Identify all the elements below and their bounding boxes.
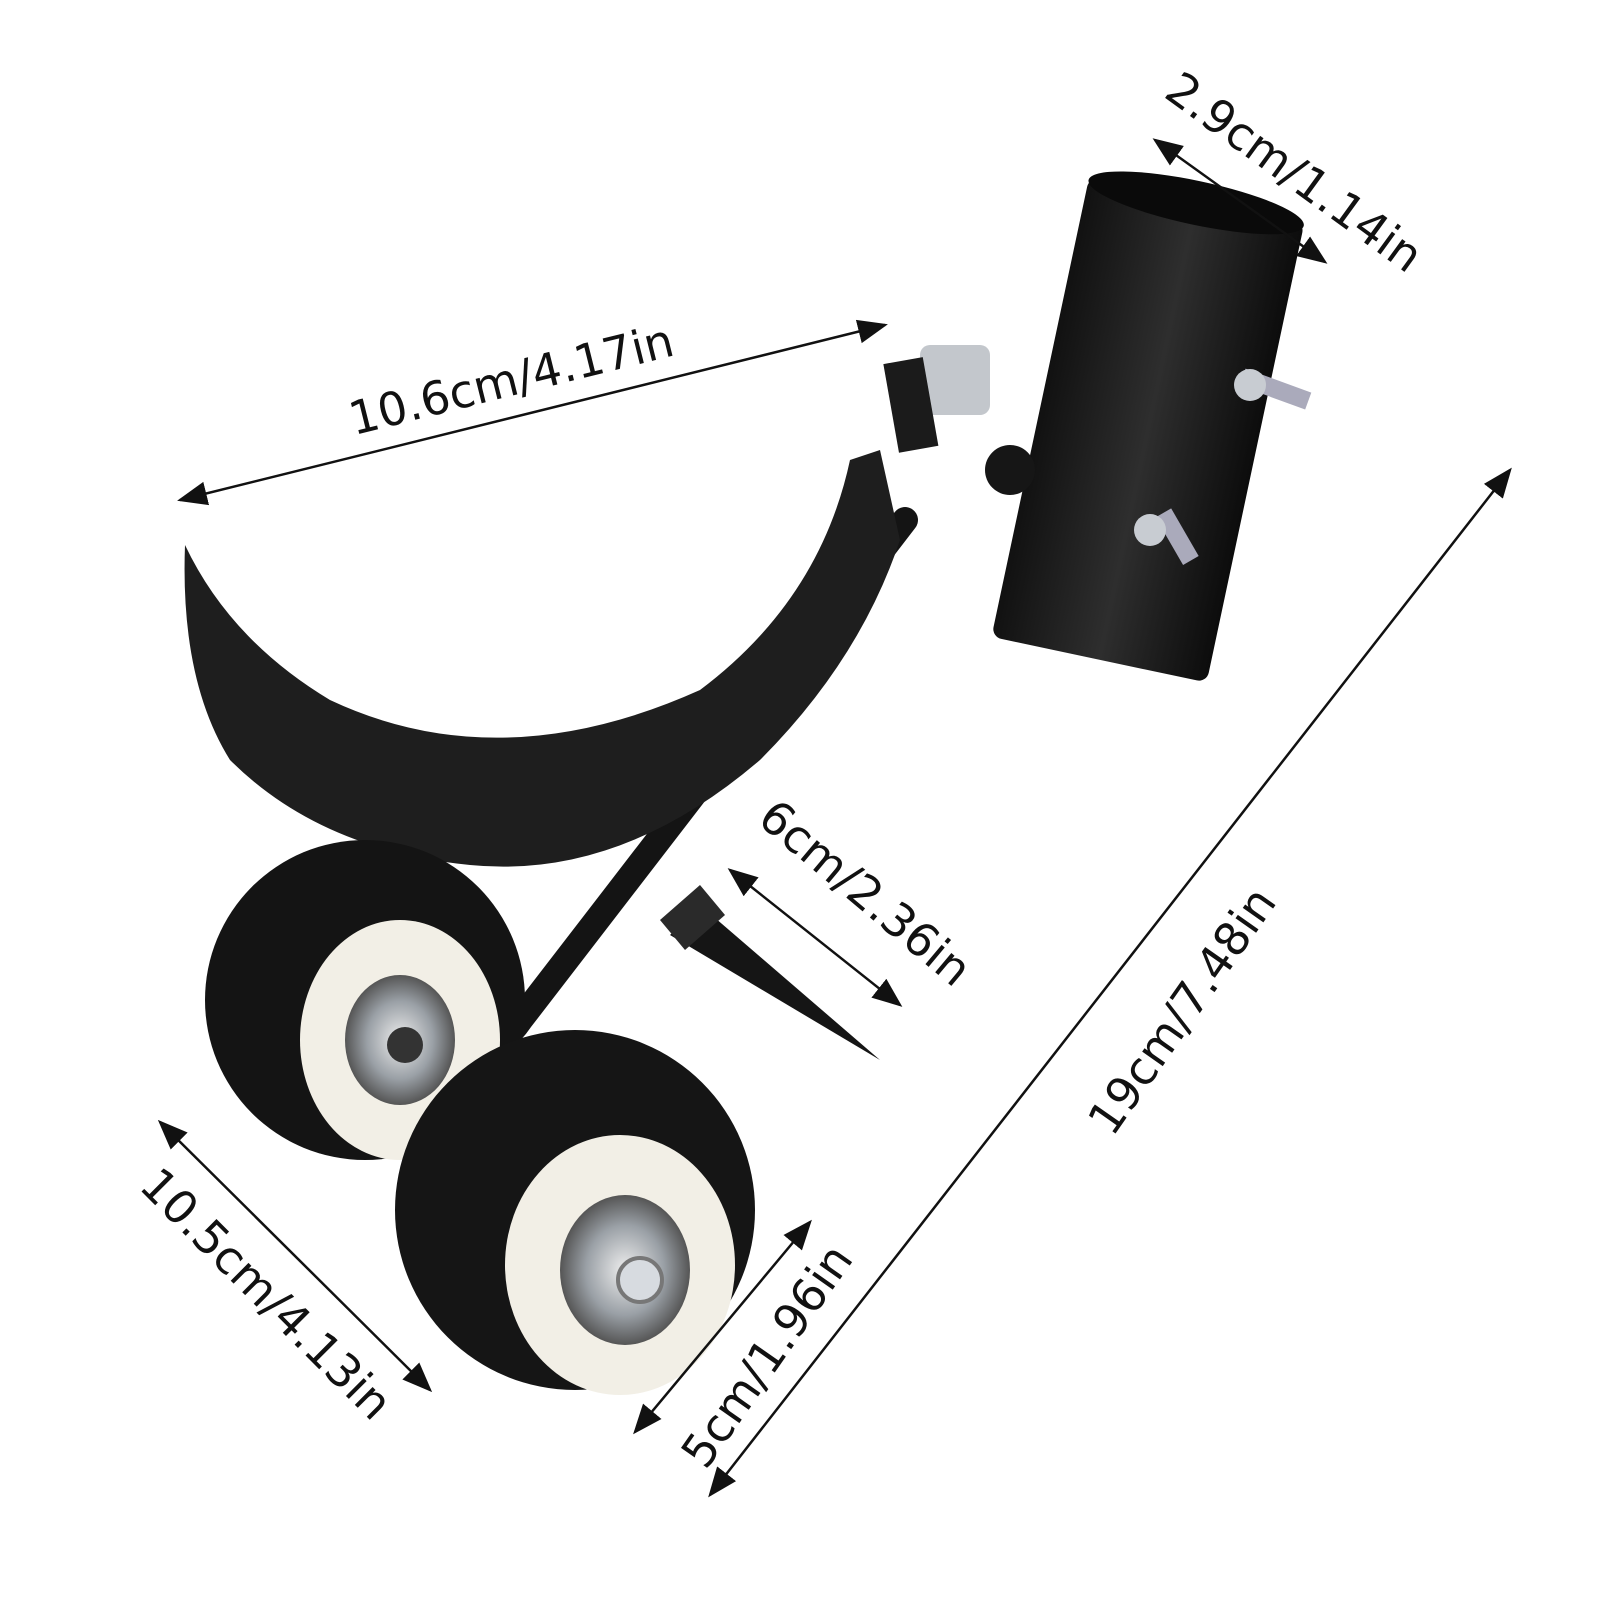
- arrow-blade-length: [177, 319, 888, 506]
- label-blade-length: 10.6cm/4.17in: [343, 313, 679, 446]
- arrow-total-length: [708, 467, 1512, 1498]
- wheel-front: [395, 1030, 755, 1395]
- label-total-length: 19cm/7.48in: [1077, 877, 1287, 1144]
- arrow-wheel-diameter: [633, 1219, 812, 1435]
- label-wheel-axle-width: 10.5cm/4.13in: [130, 1157, 403, 1430]
- label-spike-length: 6cm/2.36in: [749, 789, 982, 997]
- weeder-tool: [184, 171, 1312, 1395]
- arrow-tube-diameter: [1152, 138, 1328, 264]
- arrow-wheel-axle-width: [157, 1119, 433, 1393]
- bracket-bolt: [883, 345, 1035, 495]
- handle-tube: [993, 171, 1304, 681]
